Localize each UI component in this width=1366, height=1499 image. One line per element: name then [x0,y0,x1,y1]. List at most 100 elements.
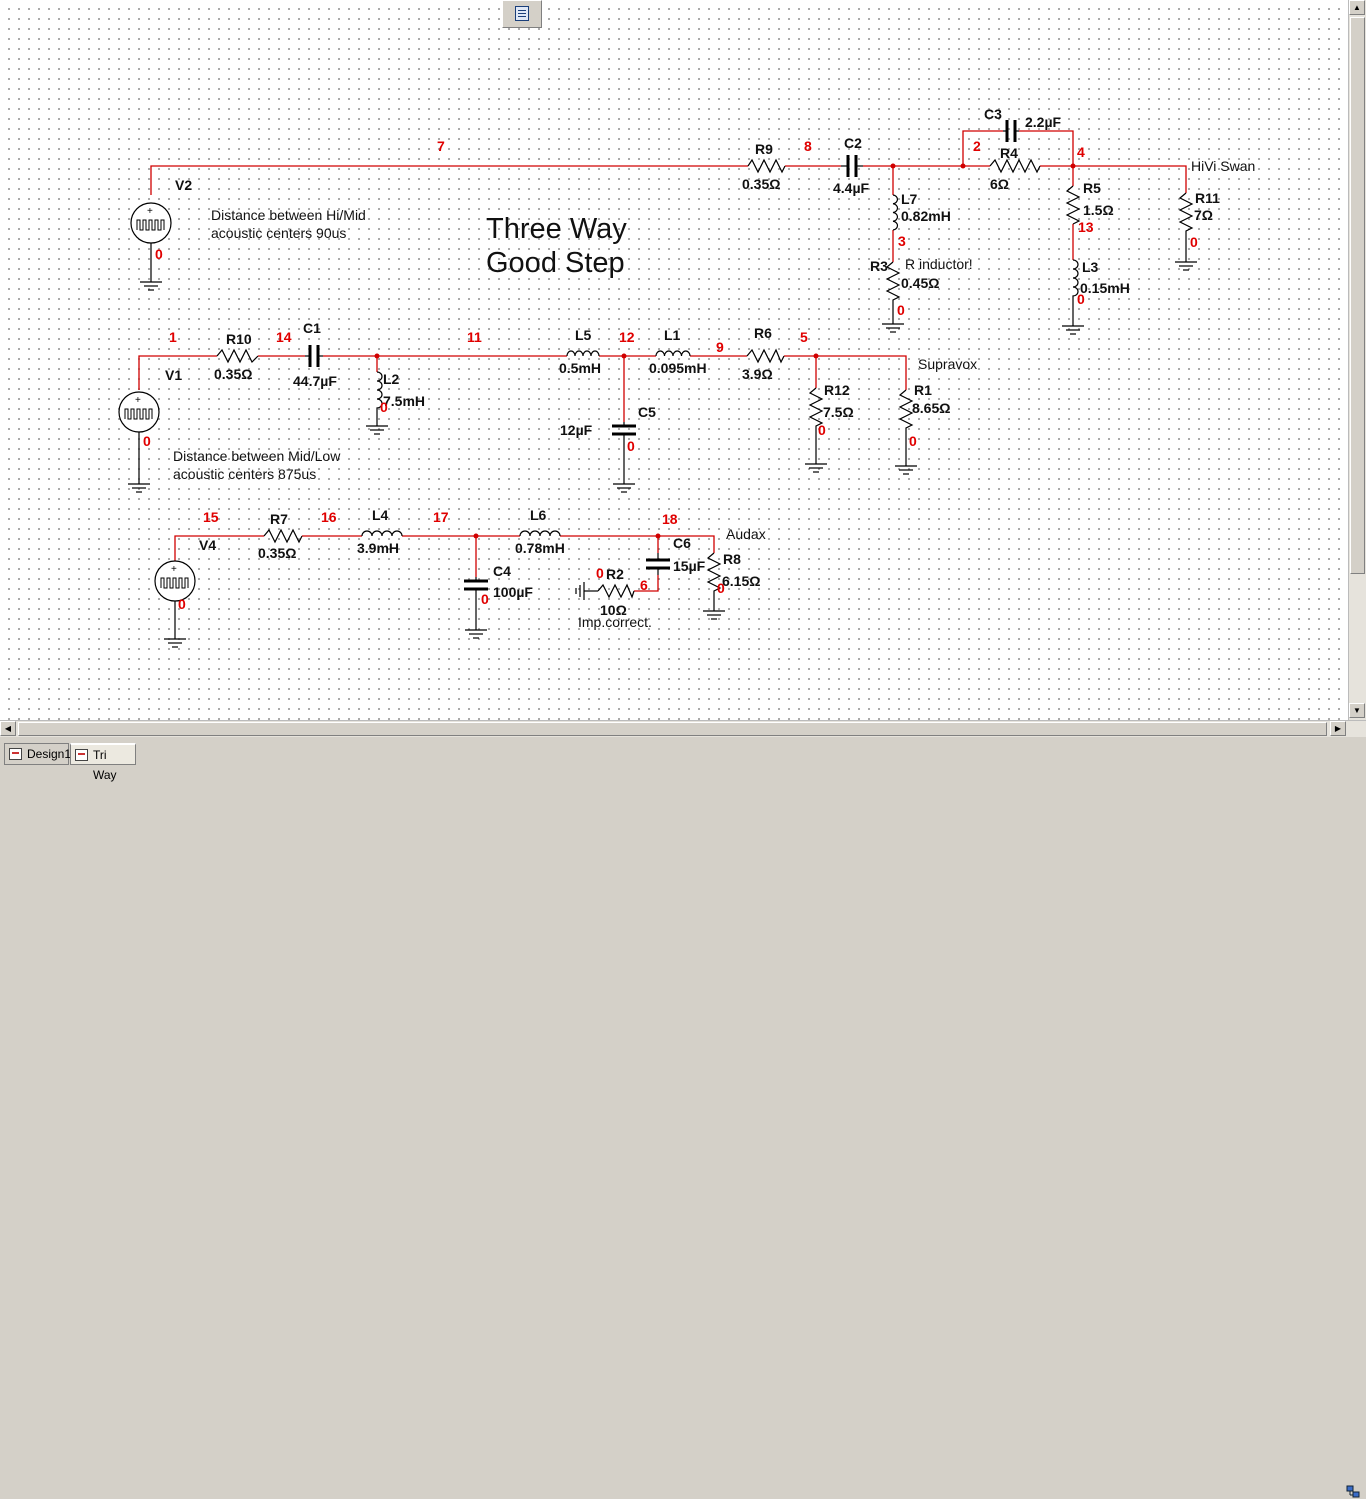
note-mid-low-line1: Distance between Mid/Low [173,448,341,464]
ref-l1: L1 [664,327,681,343]
resistor-r9[interactable] [747,158,786,174]
scroll-down-button[interactable]: ▼ [1349,703,1365,718]
net-0-v2: 0 [155,246,163,262]
inductor-l5[interactable] [566,350,600,357]
value-l3: 0.15mH [1080,280,1130,296]
value-r3: 0.45Ω [901,275,939,291]
net-12: 12 [619,329,635,345]
value-l1: 0.095mH [649,360,707,376]
scroll-left-button[interactable]: ◀ [0,721,16,736]
net-5: 5 [800,329,808,345]
ref-c3: C3 [984,106,1002,122]
ref-l5: L5 [575,327,592,343]
net-0-r12: 0 [818,422,826,438]
schematic-canvas[interactable]: + [0,0,1348,720]
sheet-properties-button[interactable] [502,0,542,28]
ref-c1: C1 [303,320,321,336]
ref-r1: R1 [914,382,932,398]
source-v4[interactable] [154,560,196,648]
scroll-up-button[interactable]: ▲ [1349,0,1365,15]
net-17: 17 [433,509,449,525]
net-0-r3: 0 [897,302,905,318]
value-c2: 4.4µF [833,180,870,196]
ref-l3: L3 [1082,259,1099,275]
resistor-r10[interactable] [216,348,259,364]
driver-audax: Audax [726,526,766,542]
resistor-r2[interactable] [575,582,635,600]
resistor-r12[interactable] [804,387,828,473]
note-hi-mid-line1: Distance between Hi/Mid [211,207,366,223]
tab-design1[interactable]: Design1 [4,743,71,765]
net-16: 16 [321,509,337,525]
source-v1[interactable] [118,391,160,493]
wires [138,130,1187,592]
inductor-l1[interactable] [655,350,691,357]
tab-tri-way[interactable]: Tri Way [70,743,136,782]
resistor-r6[interactable] [746,348,785,364]
value-l4: 3.9mH [357,540,399,556]
net-4: 4 [1077,144,1085,160]
capacitor-c2[interactable] [841,155,863,177]
value-l5: 0.5mH [559,360,601,376]
schematic-diagram[interactable]: + [0,0,1348,720]
ref-l4: L4 [372,507,389,523]
resistor-r8[interactable] [702,552,726,620]
tab-tri-way-label: Tri Way [93,748,117,782]
ref-r10: R10 [226,331,252,347]
resistor-r5[interactable] [1065,185,1081,225]
value-c4: 100µF [493,584,533,600]
vertical-scroll-thumb[interactable] [1350,17,1365,574]
component-labels: V2 R9 0.35Ω C2 4.4µF C3 2.2µF R4 6Ω L7 0… [165,106,1220,618]
scroll-right-button[interactable]: ▶ [1330,721,1346,736]
value-r12: 7.5Ω [823,404,854,420]
net-11: 11 [467,329,482,345]
driver-supravox: Supravox [918,356,977,372]
resistor-r1[interactable] [894,389,918,475]
capacitor-c6[interactable] [646,553,670,575]
net-0-l3: 0 [1077,291,1085,307]
net-0-l2: 0 [380,399,388,415]
ref-r9: R9 [755,141,773,157]
capacitor-c4[interactable] [464,577,488,639]
net-8: 8 [804,138,812,154]
ref-r12: R12 [824,382,850,398]
ref-r5: R5 [1083,180,1101,196]
resistor-r7[interactable] [263,528,303,544]
net-0-r2: 0 [596,565,604,581]
net-9: 9 [716,339,724,355]
value-r6: 3.9Ω [742,366,773,382]
ref-l2: L2 [383,371,400,387]
schematic-title-line2: Good Step [486,247,625,279]
net-1: 1 [169,329,177,345]
net-7: 7 [437,138,445,154]
horizontal-scroll-thumb[interactable] [18,722,1327,736]
net-0-v1: 0 [143,433,151,449]
source-v2[interactable] [130,202,172,291]
resistor-r4[interactable] [989,158,1041,174]
net-2: 2 [973,138,981,154]
inductor-l3[interactable] [1061,259,1085,335]
inductor-l7[interactable] [892,194,899,231]
vertical-scrollbar[interactable]: ▲ ▼ [1348,0,1366,720]
inductor-l6[interactable] [519,530,561,537]
capacitor-c1[interactable] [305,345,323,367]
value-r9: 0.35Ω [742,176,780,192]
value-c6: 15µF [673,558,706,574]
ref-r7: R7 [270,511,288,527]
horizontal-scrollbar[interactable]: ◀ ▶ [0,720,1366,737]
net-0-r11: 0 [1190,234,1198,250]
value-r7: 0.35Ω [258,545,296,561]
resistor-r3[interactable] [881,261,905,333]
capacitor-c5[interactable] [612,422,636,493]
ref-c4: C4 [493,563,511,579]
ref-v1: V1 [165,367,182,383]
ref-r3: R3 [870,258,888,274]
value-r4: 6Ω [990,176,1009,192]
resistor-r11[interactable] [1174,192,1198,271]
schematic-title-line1: Three Way [486,213,627,245]
inductor-l2[interactable] [365,371,389,435]
ref-r6: R6 [754,325,772,341]
inductor-l4[interactable] [361,530,403,537]
capacitor-c3[interactable] [1003,120,1019,142]
ref-c6: C6 [673,535,691,551]
